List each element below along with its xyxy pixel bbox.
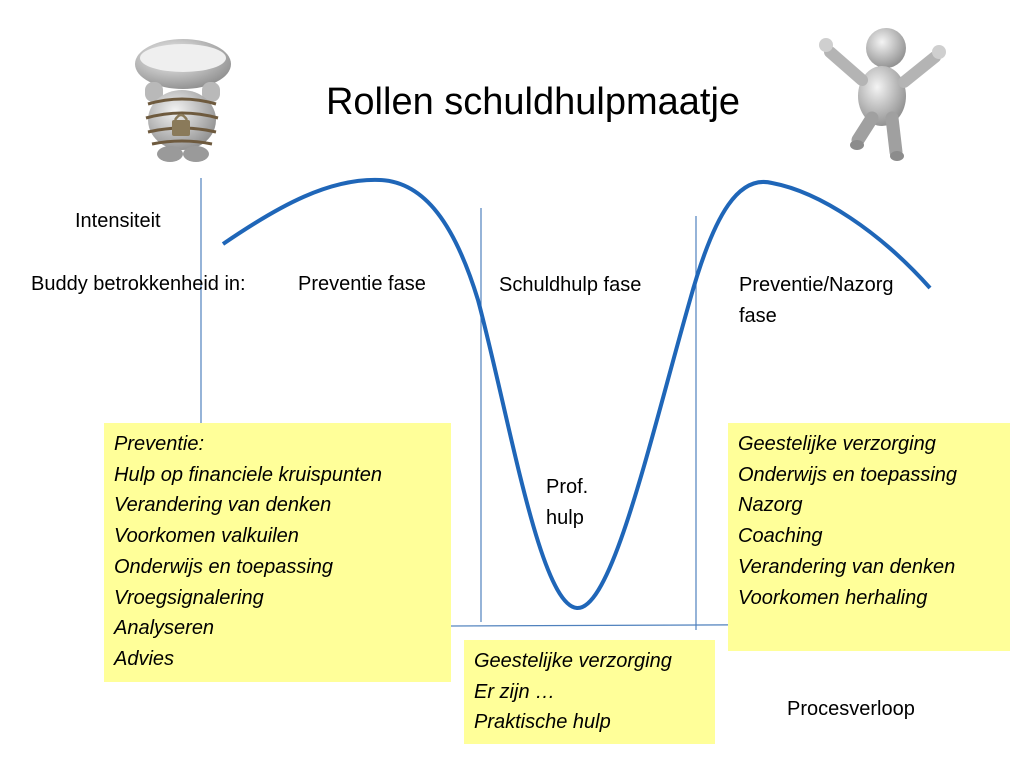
box-line: Geestelijke verzorging xyxy=(738,433,936,455)
preventie-box: Preventie: Hulp op financiele kruispunte… xyxy=(104,423,451,682)
phase-label-nazorg: Preventie/Nazorg fase xyxy=(739,274,894,327)
prof-hulp-label: Prof. hulp xyxy=(546,476,589,529)
box-line: Voorkomen valkuilen xyxy=(114,525,299,548)
box-line: Preventie: xyxy=(114,433,205,455)
schuldhulp-box: Geestelijke verzorging Er zijn … Praktis… xyxy=(464,640,715,744)
x-axis-label: Procesverloop xyxy=(787,698,915,720)
box-line: Praktische hulp xyxy=(474,711,611,734)
box-line: Hulp op financiele kruispunten xyxy=(114,463,382,486)
chained-figure-icon xyxy=(135,39,231,162)
slide-title: Rollen schuldhulpmaatje xyxy=(325,81,741,123)
jumping-figure-icon xyxy=(819,28,946,161)
box-line: Vroegsignalering xyxy=(114,586,264,609)
box-line: Verandering van denken xyxy=(738,555,956,578)
box-line: Geestelijke verzorging xyxy=(474,650,672,672)
box-line: Analyseren xyxy=(114,617,215,640)
box-line: Advies xyxy=(114,647,175,670)
y-axis-label: Intensiteit xyxy=(75,210,161,232)
box-line: Er zijn … xyxy=(474,680,556,703)
box-line: Verandering van denken xyxy=(114,494,332,517)
buddy-involvement-label: Buddy betrokkenheid in: xyxy=(31,273,246,295)
phase-label-schuldhulp: Schuldhulp fase xyxy=(499,274,642,296)
nazorg-box: Geestelijke verzorging Onderwijs en toep… xyxy=(728,423,1010,651)
intensity-curve xyxy=(221,177,932,611)
box-line: Onderwijs en toepassing xyxy=(114,555,334,578)
box-line: Coaching xyxy=(738,525,823,548)
phase-label-preventie: Preventie fase xyxy=(298,273,426,295)
box-line: Onderwijs en toepassing xyxy=(738,463,958,486)
box-line: Voorkomen herhaling xyxy=(738,586,928,609)
box-line: Nazorg xyxy=(738,494,803,517)
